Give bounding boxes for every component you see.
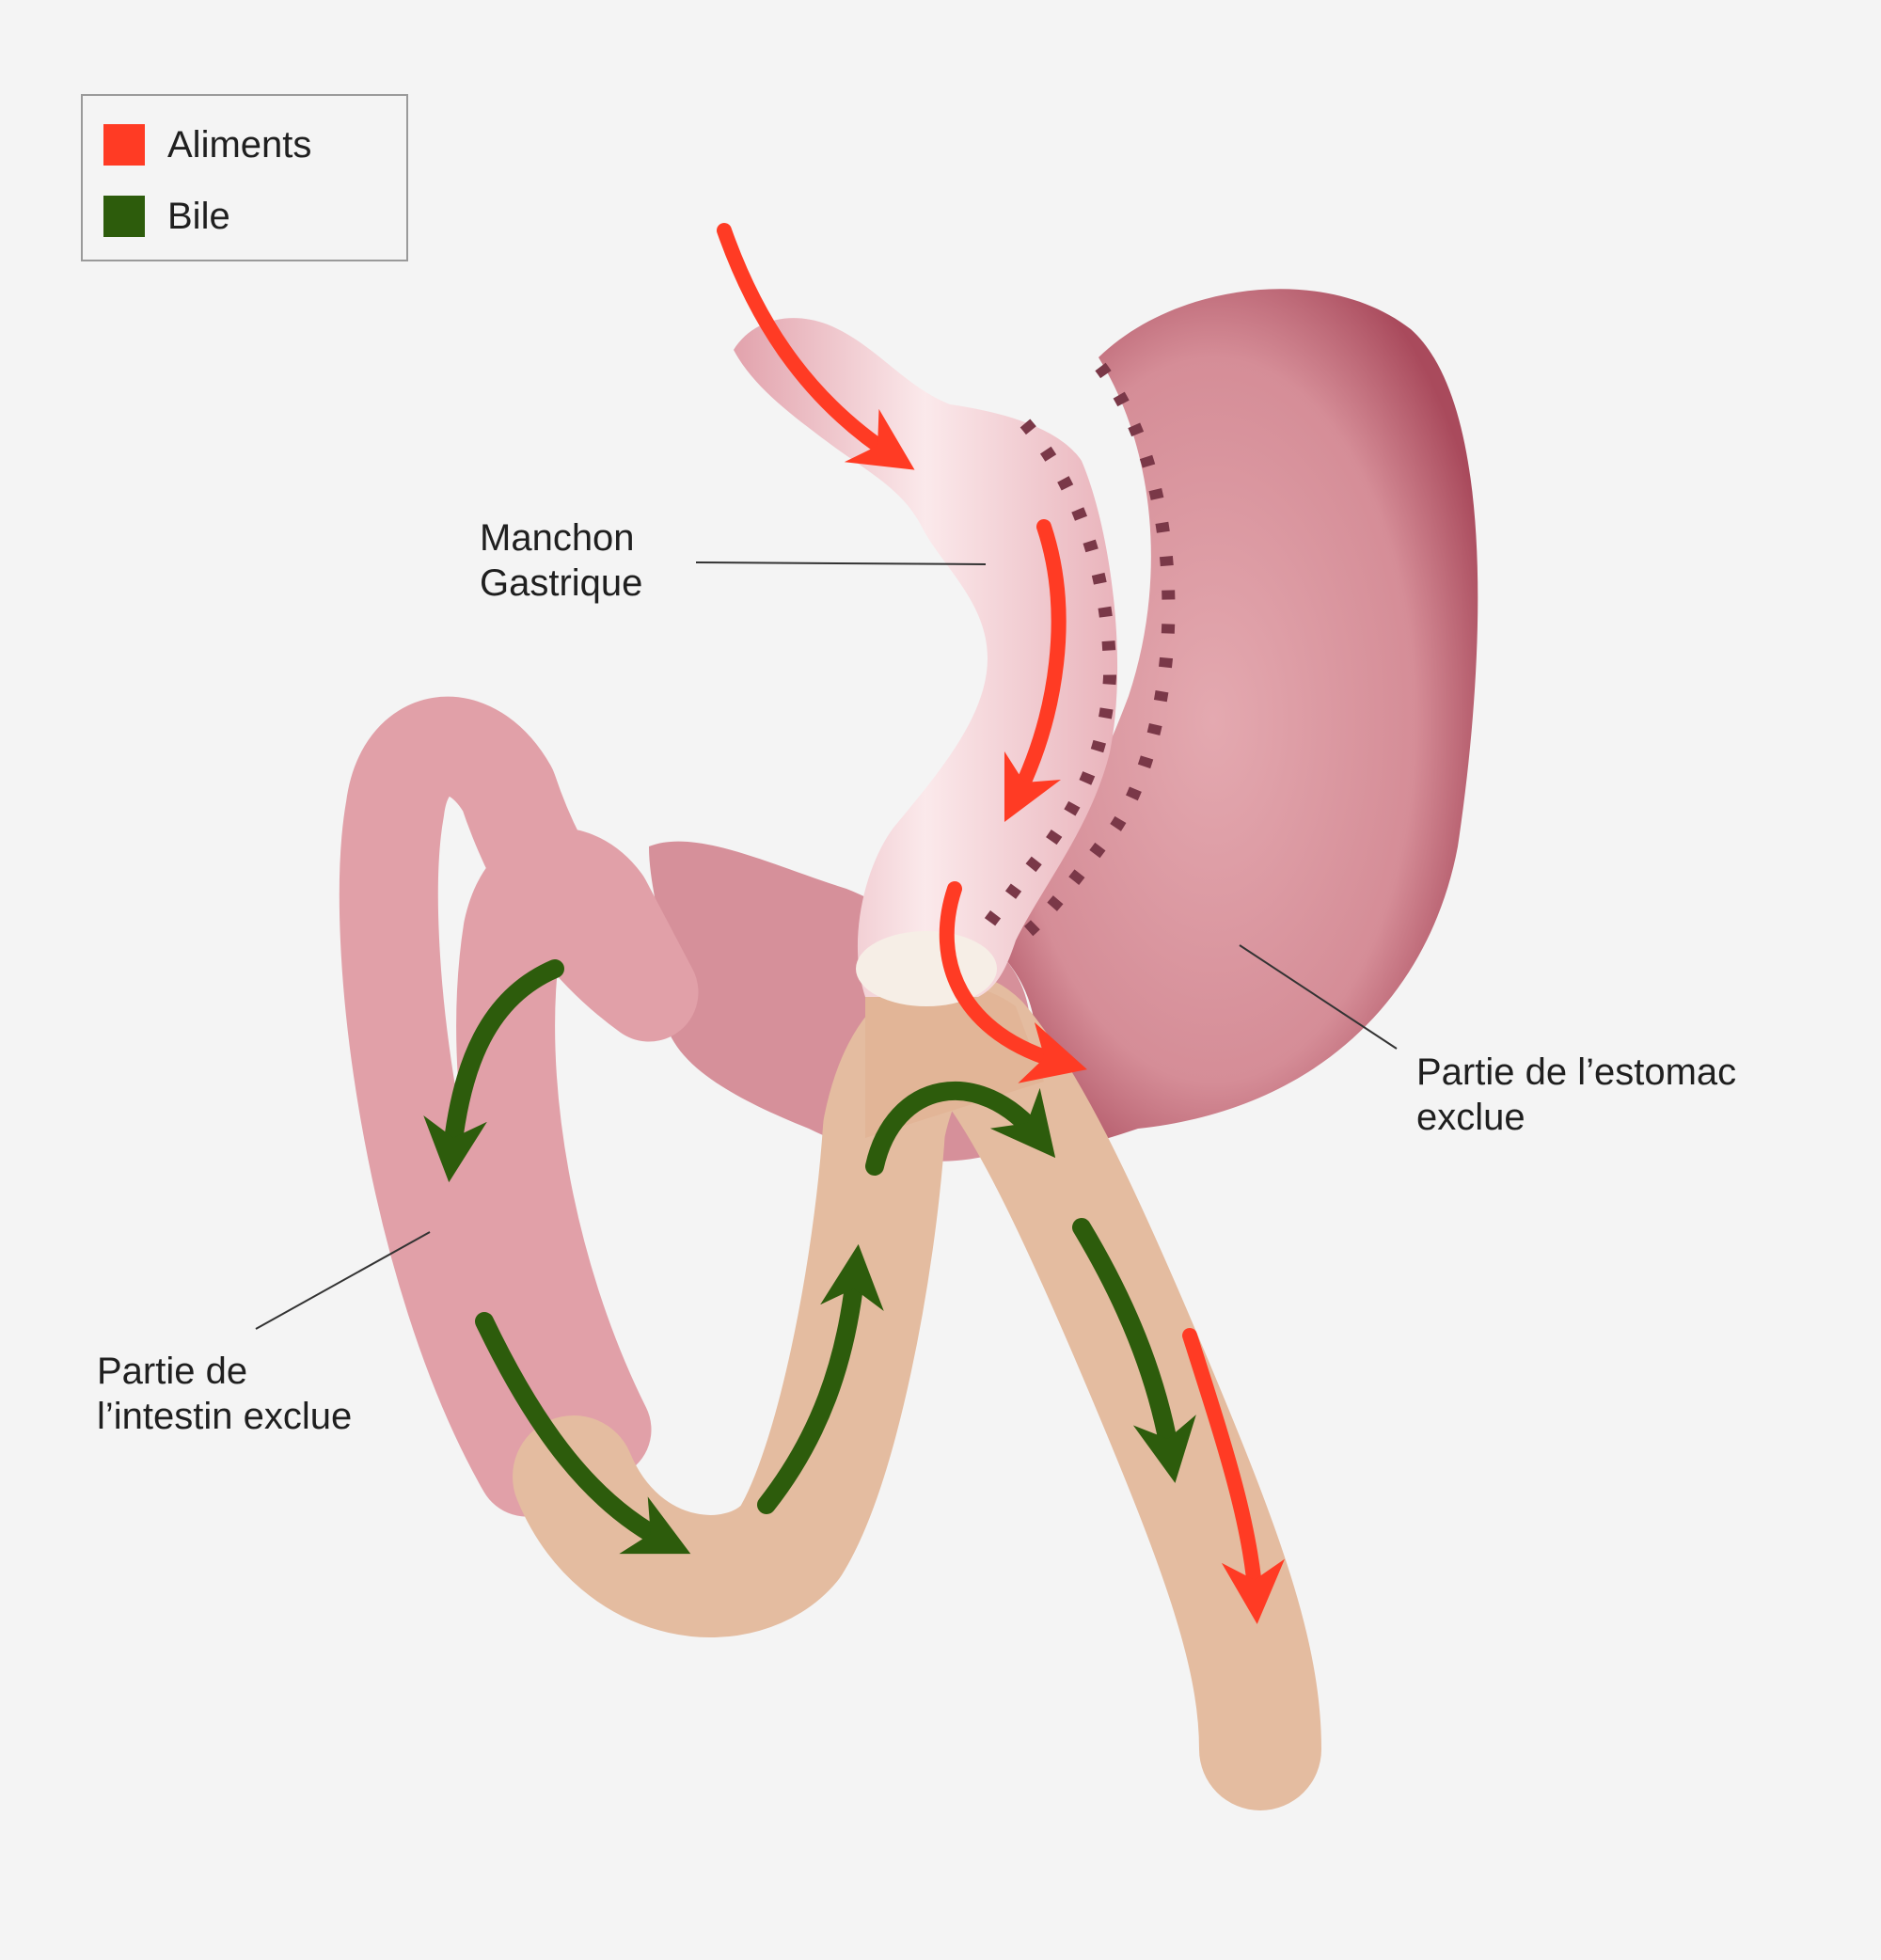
- stomach-staple-line: [1012, 362, 1176, 947]
- food-arrow-sleeve: [1004, 519, 1067, 823]
- stomach-label: Partie de l’estomac exclue: [1416, 1050, 1736, 1140]
- sleeve-label-line1: Manchon: [480, 517, 635, 559]
- intestine-label-line2: l’intestin exclue: [97, 1396, 353, 1437]
- gastric-sleeve: [734, 318, 1118, 997]
- excluded-intestine-loop: [339, 696, 699, 1517]
- stomach-label-line2: exclue: [1416, 1097, 1525, 1138]
- stomach-label-line1: Partie de l’estomac: [1416, 1051, 1737, 1093]
- stomach-leader-line: [1239, 944, 1398, 1050]
- food-arrow-outlet: [939, 881, 1087, 1083]
- food-arrow-esophagus: [717, 223, 915, 470]
- legend-label-food: Aliments: [167, 124, 312, 166]
- bile-arrow-ascending: [757, 1243, 884, 1514]
- intestine-label-line1: Partie de: [97, 1351, 248, 1392]
- food-swatch: [103, 124, 145, 166]
- bile-swatch: [103, 196, 145, 237]
- legend-label-bile: Bile: [167, 196, 230, 237]
- food-arrow-distal: [1182, 1328, 1286, 1624]
- bile-arrow-loop-top: [423, 959, 564, 1183]
- intestine-leader-line: [255, 1231, 431, 1330]
- legend-item-food: Aliments: [103, 124, 311, 166]
- bile-arrow-junction: [865, 1081, 1056, 1176]
- sleeve-staple-line: [972, 419, 1117, 944]
- sleeve-label: Manchon Gastrique: [480, 515, 642, 606]
- sleeve-label-line2: Gastrique: [480, 562, 643, 604]
- excluded-stomach: [997, 289, 1478, 1151]
- sleeve-outlet: [856, 931, 997, 1006]
- legend-item-bile: Bile: [103, 196, 230, 237]
- sleeve-leader-line: [695, 561, 987, 565]
- bile-arrow-descending: [1072, 1218, 1196, 1483]
- bile-arrow-loop-bottom: [475, 1312, 691, 1555]
- legend: Aliments Bile: [81, 94, 408, 261]
- intestine-label: Partie de l’intestin exclue: [97, 1349, 352, 1439]
